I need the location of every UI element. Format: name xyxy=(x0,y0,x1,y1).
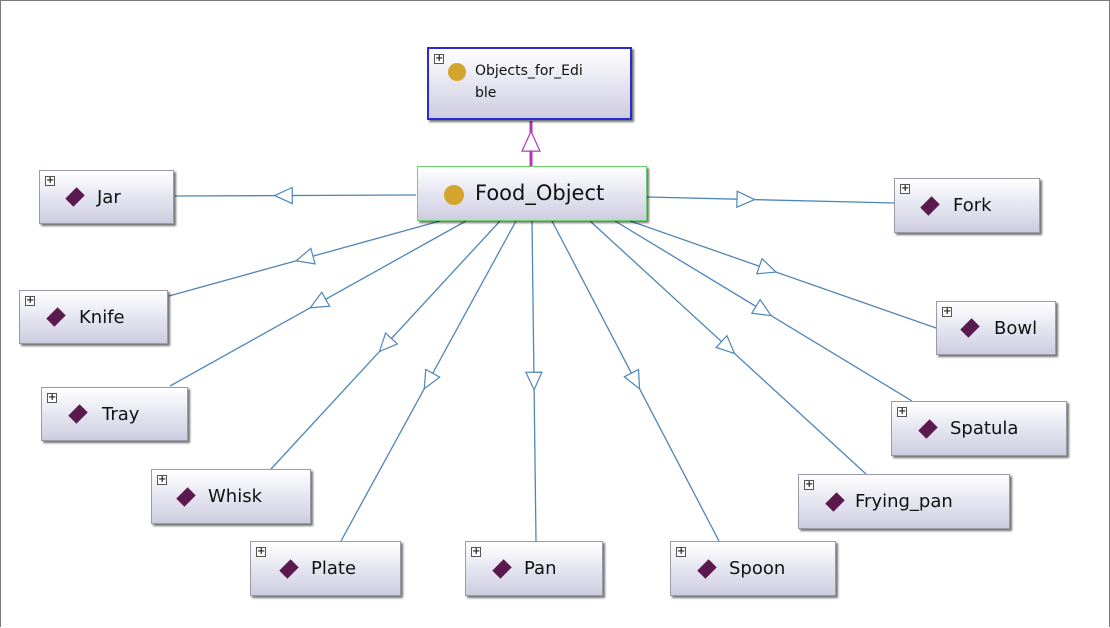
node-label-line-1: Objects_for_Edi xyxy=(475,63,583,79)
instance-arrowhead-plate xyxy=(423,368,441,390)
individual-node-frying-pan[interactable]: Frying_pan xyxy=(798,474,1010,529)
instance-arrowhead-spoon xyxy=(623,368,641,391)
expand-icon[interactable] xyxy=(897,407,907,417)
instance-edge-bowl xyxy=(629,220,937,329)
node-label: Tray xyxy=(102,404,140,425)
class-node-objects-for-edible[interactable]: Objects_for_Edi ble xyxy=(427,47,632,120)
node-label: Spoon xyxy=(729,558,786,579)
individual-node-spatula[interactable]: Spatula xyxy=(891,401,1067,456)
individual-node-jar[interactable]: Jar xyxy=(39,170,174,224)
individual-node-knife[interactable]: Knife xyxy=(19,290,168,344)
node-label: Pan xyxy=(524,558,557,579)
individual-diamond-icon xyxy=(46,307,66,327)
node-label: Knife xyxy=(79,307,125,328)
node-label: Jar xyxy=(97,187,121,208)
node-label: Spatula xyxy=(950,418,1019,439)
node-label: Frying_pan xyxy=(855,491,953,512)
individual-node-pan[interactable]: Pan xyxy=(465,541,603,596)
instance-arrowhead-pan xyxy=(524,371,543,392)
node-label: Food_Object xyxy=(475,181,605,205)
instance-edge-fork xyxy=(646,196,895,204)
node-label-line-2: ble xyxy=(475,85,497,101)
instance-edge-jar xyxy=(174,194,417,197)
instance-arrowhead-spatula xyxy=(750,298,773,317)
instance-arrowhead-knife xyxy=(294,247,316,265)
class-node-food-object[interactable]: Food_Object xyxy=(417,166,647,221)
individual-diamond-icon xyxy=(279,559,299,579)
individual-node-spoon[interactable]: Spoon xyxy=(670,541,836,596)
individual-diamond-icon xyxy=(960,318,980,338)
expand-icon[interactable] xyxy=(676,547,686,557)
instance-arrowhead-fork xyxy=(736,190,757,209)
expand-icon[interactable] xyxy=(804,480,814,490)
expand-icon[interactable] xyxy=(157,475,167,485)
individual-diamond-icon xyxy=(825,492,845,512)
instance-arrowhead-jar xyxy=(273,186,293,205)
expand-icon[interactable] xyxy=(900,184,910,194)
individual-diamond-icon xyxy=(176,487,196,507)
individual-diamond-icon xyxy=(920,196,940,216)
subclass-arrowhead xyxy=(521,129,541,152)
expand-icon[interactable] xyxy=(471,547,481,557)
individual-node-whisk[interactable]: Whisk xyxy=(151,469,311,524)
node-label: Bowl xyxy=(994,318,1038,339)
individual-node-tray[interactable]: Tray xyxy=(41,387,188,441)
expand-icon[interactable] xyxy=(25,296,35,306)
class-circle-icon xyxy=(444,185,464,205)
node-label: Fork xyxy=(953,195,992,216)
instance-arrowhead-frying-pan xyxy=(715,334,736,355)
expand-icon[interactable] xyxy=(942,307,952,317)
individual-diamond-icon xyxy=(68,404,88,424)
node-label: Plate xyxy=(311,558,357,579)
expand-icon[interactable] xyxy=(45,176,55,186)
expand-icon[interactable] xyxy=(47,393,57,403)
class-circle-icon xyxy=(448,63,466,81)
node-label: Whisk xyxy=(208,486,263,507)
individual-diamond-icon xyxy=(65,187,85,207)
individual-node-bowl[interactable]: Bowl xyxy=(936,301,1056,355)
expand-icon[interactable] xyxy=(434,54,444,64)
instance-arrowhead-bowl xyxy=(755,257,778,275)
expand-icon[interactable] xyxy=(256,547,266,557)
individual-node-fork[interactable]: Fork xyxy=(894,178,1040,233)
individual-diamond-icon xyxy=(918,419,938,439)
individual-diamond-icon xyxy=(492,559,512,579)
instance-arrowhead-tray xyxy=(309,291,331,309)
individual-diamond-icon xyxy=(697,559,717,579)
instance-arrowhead-whisk xyxy=(378,332,399,353)
individual-node-plate[interactable]: Plate xyxy=(250,541,401,596)
